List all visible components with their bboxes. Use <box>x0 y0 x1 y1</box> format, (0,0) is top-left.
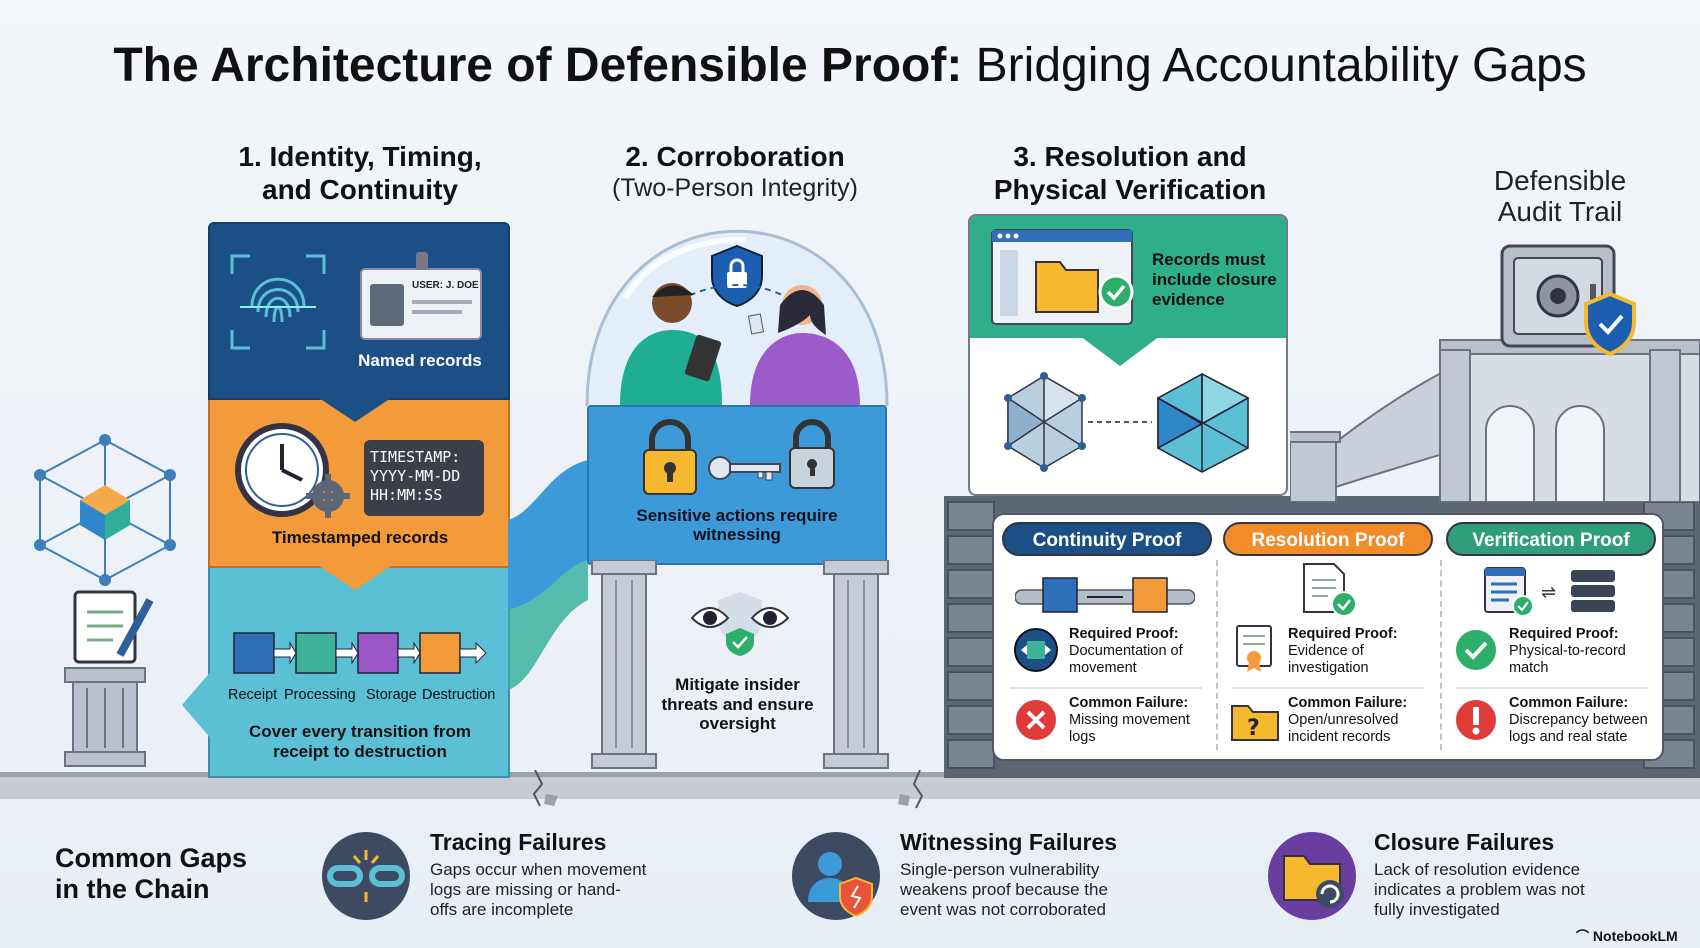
col2-subheading: (Two-Person Integrity) <box>612 174 858 202</box>
network-cube-icon <box>34 434 176 767</box>
broken-chain-icon <box>322 832 410 920</box>
stage-label-processing: Processing <box>284 687 356 703</box>
ground-crack <box>898 770 924 809</box>
clock-gear-icon <box>235 423 350 518</box>
eyes-shield-icon <box>690 592 790 656</box>
bridge <box>1290 339 1700 502</box>
ground <box>0 777 1700 799</box>
transition-text: Cover every transition from receipt to d… <box>248 722 471 761</box>
verification-proof-pill: Verification Proof <box>1446 522 1656 556</box>
tracing-failures-title: Tracing Failures <box>430 829 607 855</box>
person-shield-icon <box>792 832 880 920</box>
notch-arrow <box>310 560 400 590</box>
question-folder-icon: ? <box>1231 705 1279 741</box>
movement-icon <box>1014 628 1058 672</box>
stage-cubes-icon <box>233 632 487 674</box>
side-arrow <box>182 670 212 740</box>
stage-label-destruction: Destruction <box>422 687 496 703</box>
ground-crack <box>532 770 558 807</box>
gaps-heading: Common Gaps in the Chain <box>55 843 248 904</box>
resolution-proof-pill: Resolution Proof <box>1223 522 1433 556</box>
id-badge: USER: J. DOE <box>360 252 482 340</box>
closure-failures-title: Closure Failures <box>1374 829 1555 855</box>
witness-text: Sensitive actions require witnessing <box>636 506 838 544</box>
notch-arrow <box>310 392 400 422</box>
continuity-required: Required Proof:Documentation of movement <box>1069 626 1183 676</box>
locks-key-icon <box>643 419 835 495</box>
svg-text:⇌: ⇌ <box>1541 582 1556 603</box>
two-people-icon <box>620 283 860 405</box>
page-title: The Architecture of Defensible Proof: Br… <box>113 39 1587 92</box>
continuity-failure: Common Failure:Missing movement logs <box>1069 695 1190 745</box>
polyhedra-icon <box>1004 372 1250 473</box>
alert-circle-icon <box>1454 698 1498 742</box>
pipe-cubes-icon <box>1015 577 1195 613</box>
shield-lock-icon <box>711 244 763 308</box>
pillars <box>591 560 889 769</box>
document-check-icon <box>1303 563 1357 617</box>
vault-icon <box>1500 244 1636 357</box>
tracing-failures-desc: Gaps occur when movement logs are missin… <box>430 860 647 919</box>
timestamp-display: TIMESTAMP: YYYY-MM-DD HH:MM:SS <box>364 440 484 516</box>
timestamped-records-label: Timestamped records <box>271 528 449 547</box>
folder-window-icon <box>991 229 1134 325</box>
witnessing-failures-desc: Single-person vulnerability weakens proo… <box>900 860 1108 919</box>
closure-text: Records must include closure evidence <box>1152 250 1277 309</box>
divider <box>1216 560 1218 750</box>
brand-icon: ⌒ <box>1576 929 1590 944</box>
resolution-failure: Common Failure:Open/unresolved incident … <box>1288 695 1408 745</box>
divider <box>1232 687 1424 689</box>
col1-heading: 1. Identity, Timing, and Continuity <box>238 141 482 205</box>
col3-heading: 3. Resolution and Physical Verification <box>993 141 1267 205</box>
stage-label-storage: Storage <box>366 687 417 703</box>
divider <box>1440 560 1442 750</box>
audit-heading: Defensible Audit Trail <box>1493 165 1627 227</box>
continuity-proof-pill: Continuity Proof <box>1002 522 1212 556</box>
folder-refresh-icon <box>1268 832 1356 920</box>
verification-required: Required Proof:Physical-to-record match <box>1509 626 1626 676</box>
certificate-icon <box>1236 625 1272 672</box>
notch-arrow <box>1080 336 1160 366</box>
badge-line <box>412 310 462 314</box>
col2-heading: 2. Corroboration <box>625 141 845 172</box>
ground-edge <box>0 772 1700 778</box>
witnessing-failures-title: Witnessing Failures <box>900 829 1118 855</box>
badge-user: USER: J. DOE <box>412 280 479 291</box>
named-records-label: Named records <box>358 351 482 370</box>
brand-logo: ⌒ NotebookLM <box>1576 928 1678 944</box>
badge-line <box>412 300 472 304</box>
divider <box>1010 687 1202 689</box>
stage-label-receipt: Receipt <box>228 687 278 703</box>
divider <box>1456 687 1648 689</box>
check-circle-icon <box>1454 628 1498 672</box>
corroboration-panel <box>587 405 887 565</box>
closure-failures-desc: Lack of resolution evidence indicates a … <box>1374 860 1585 919</box>
insider-text: Mitigate insider threats and ensure over… <box>661 675 814 733</box>
badge-clip <box>416 252 428 270</box>
svg-text:?: ? <box>1247 716 1260 741</box>
fingerprint-icon <box>230 254 326 350</box>
x-circle-icon <box>1014 698 1058 742</box>
connector-ribbon <box>508 460 588 690</box>
notepad-icon <box>73 590 154 664</box>
resolution-required: Required Proof:Evidence of investigation <box>1288 626 1398 676</box>
avatar <box>370 284 404 326</box>
form-database-icon: ⇌ <box>1484 567 1615 617</box>
pedestal <box>64 667 146 767</box>
verification-failure: Common Failure:Discrepancy between logs … <box>1509 695 1648 745</box>
